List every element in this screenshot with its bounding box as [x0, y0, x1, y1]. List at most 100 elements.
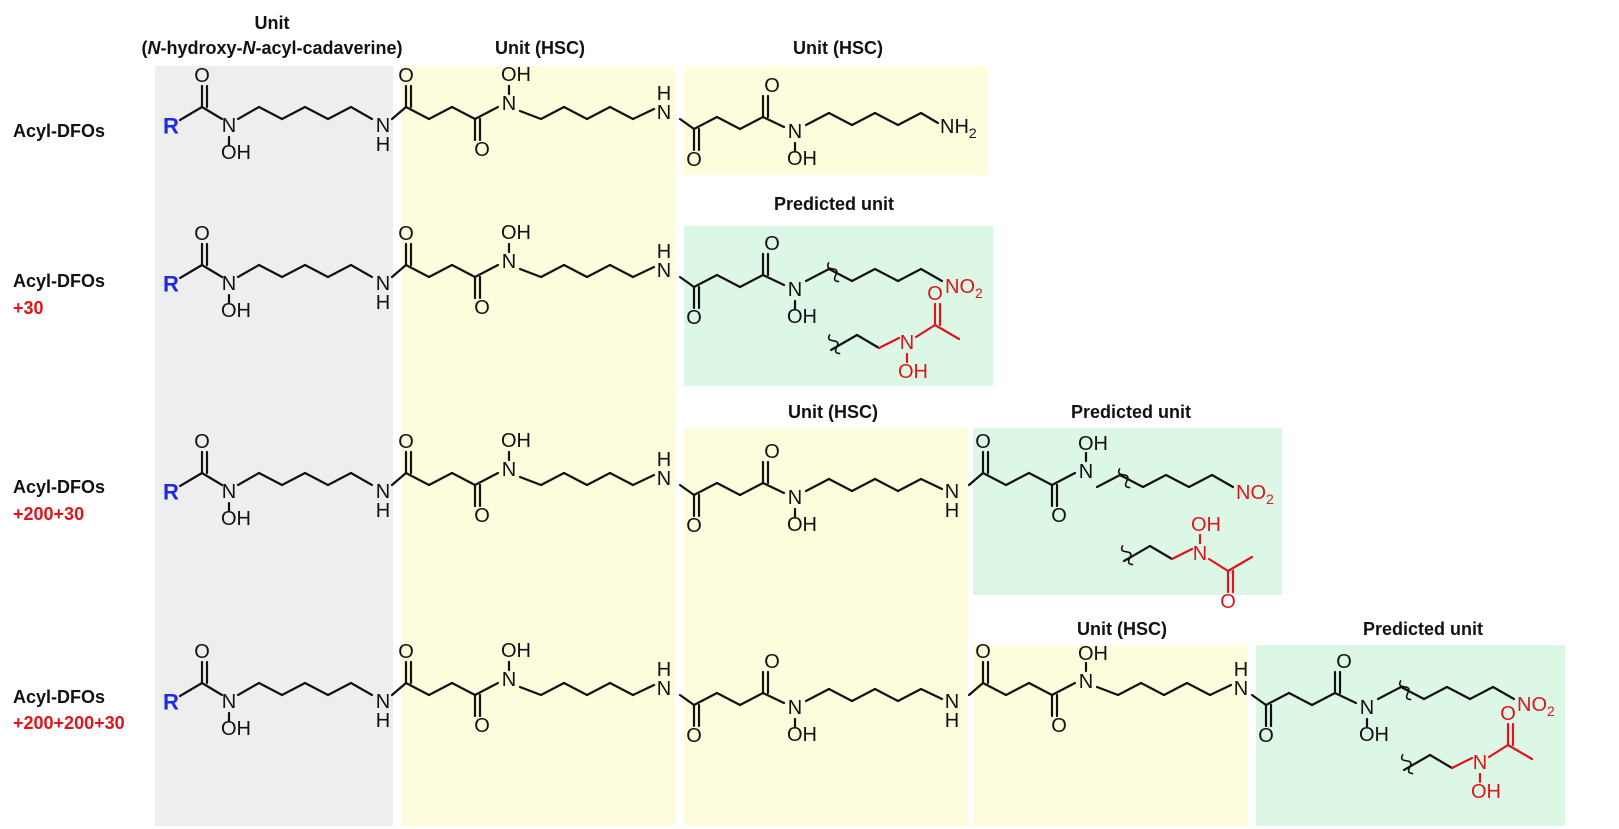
carbonyl-oxygen: O	[1051, 715, 1067, 737]
wavy-bond-icon	[1117, 468, 1131, 489]
hydroxyl-label: OH	[1078, 433, 1108, 455]
hydroxyl-label: OH	[501, 430, 531, 452]
bond	[1333, 691, 1358, 705]
bond	[427, 105, 454, 121]
row-mass-2: +30	[13, 298, 44, 318]
bond	[850, 477, 877, 493]
bond	[1118, 473, 1145, 489]
hydroxyl-label: OH	[221, 718, 251, 740]
region-predicted-unit-row4	[1256, 645, 1565, 826]
carbonyl-oxygen: O	[975, 641, 991, 663]
bond	[967, 681, 985, 697]
bond	[427, 471, 454, 487]
row-mass-3: +200+30	[13, 504, 84, 524]
amide-hydrogen: H	[1234, 659, 1248, 681]
carbonyl-oxygen: O	[764, 233, 780, 255]
header-hsc-unit-2: Unit (HSC)	[793, 38, 883, 58]
bond	[631, 107, 656, 121]
amide-nitrogen: N	[945, 691, 959, 713]
bond	[539, 105, 566, 121]
bond	[390, 263, 408, 279]
bond	[827, 111, 854, 127]
bond	[1422, 685, 1449, 701]
header-hsc-unit-row4: Unit (HSC)	[1077, 619, 1167, 639]
carbonyl-oxygen: O	[764, 441, 780, 463]
carbonyl-oxygen: O	[398, 223, 414, 245]
bond	[1004, 681, 1031, 697]
bond	[608, 681, 635, 697]
region-first-unit	[155, 66, 393, 826]
wavy-bond-icon	[1400, 754, 1414, 775]
background-regions	[155, 66, 1565, 826]
bond	[1310, 691, 1337, 707]
carbonyl-oxygen: O	[1336, 651, 1352, 673]
bond	[896, 267, 923, 283]
bond	[236, 471, 261, 487]
hydroxyl-label: OH	[501, 640, 531, 662]
bond	[280, 105, 307, 121]
amide-nitrogen: N	[657, 260, 671, 282]
bond	[1050, 471, 1077, 487]
hydroxyl-label: OH	[787, 306, 817, 328]
bond	[1141, 473, 1168, 489]
bond	[1139, 681, 1166, 697]
bond	[1027, 681, 1054, 697]
bond	[585, 263, 612, 279]
hydroxamate-nitrogen: N	[1079, 461, 1093, 483]
hydroxamate-nitrogen: N	[788, 487, 802, 509]
bond	[1250, 693, 1268, 707]
bond	[896, 111, 923, 127]
carbonyl-oxygen: O	[194, 641, 210, 663]
carbonyl-oxygen: O	[474, 505, 490, 527]
bond	[585, 471, 612, 487]
row-label-1: Acyl-DFOs	[13, 121, 105, 141]
hydroxamate-nitrogen: N	[222, 691, 236, 713]
hydroxamate-nitrogen: N	[222, 273, 236, 295]
bond	[349, 263, 374, 279]
bond	[1445, 685, 1472, 701]
bond	[967, 471, 985, 487]
bond	[692, 273, 719, 289]
bond	[1208, 683, 1233, 697]
row-label-2: Acyl-DFOs	[13, 271, 105, 291]
carbonyl-oxygen: O	[764, 651, 780, 673]
bond	[257, 681, 284, 697]
bond	[804, 111, 831, 127]
bond	[1164, 473, 1191, 489]
carbonyl-oxygen: O	[764, 75, 780, 97]
region-hsc-unit-column-1	[401, 66, 676, 826]
bond	[933, 323, 961, 341]
bond	[919, 477, 944, 491]
bond	[349, 471, 374, 487]
acetyl-oxygen: O	[927, 283, 943, 305]
bond	[850, 267, 877, 283]
carbonyl-oxygen: O	[194, 65, 210, 87]
bond	[585, 681, 612, 697]
bond	[200, 471, 224, 487]
bond	[236, 681, 261, 697]
amide-nitrogen: N	[376, 273, 390, 295]
bond	[827, 687, 854, 703]
bond	[178, 681, 204, 698]
bond	[678, 275, 696, 289]
bond	[473, 681, 500, 697]
amide-hydrogen: H	[945, 710, 959, 732]
amide-hydrogen: H	[376, 500, 390, 522]
hydroxyl-red-label: OH	[898, 361, 928, 383]
wavy-bond-icon	[826, 262, 840, 283]
bond	[303, 681, 330, 697]
bond	[585, 105, 612, 121]
header-predicted-unit-row2: Predicted unit	[774, 194, 894, 214]
bond	[562, 681, 589, 697]
r-group-label: R	[163, 114, 179, 139]
wavy-bond-icon	[1120, 545, 1134, 566]
bond	[631, 473, 656, 487]
bond	[715, 481, 742, 497]
bond	[1506, 743, 1534, 761]
hydroxyl-label: OH	[221, 142, 251, 164]
hydroxyl-label: OH	[221, 508, 251, 530]
bond	[326, 471, 353, 487]
bond	[738, 115, 765, 131]
bond	[761, 273, 786, 287]
r-group-label: R	[163, 272, 179, 297]
